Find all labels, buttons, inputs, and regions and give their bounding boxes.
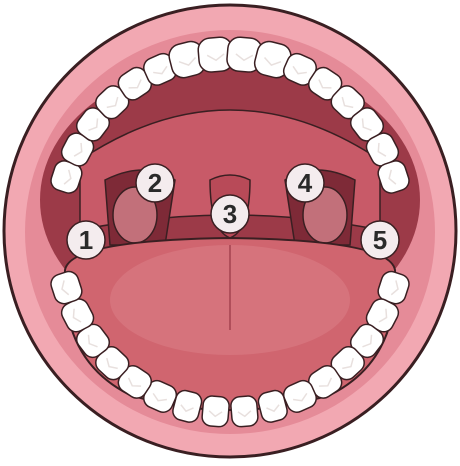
marker-1-label: 1 [79, 225, 93, 255]
marker-2: 2 [136, 164, 174, 202]
marker-5: 5 [361, 221, 399, 259]
marker-3: 3 [211, 195, 249, 233]
marker-1: 1 [67, 221, 105, 259]
lower-tooth [230, 395, 258, 427]
marker-2-label: 2 [148, 168, 162, 198]
marker-4: 4 [286, 164, 324, 202]
marker-4-label: 4 [298, 168, 313, 198]
marker-5-label: 5 [373, 225, 387, 255]
marker-3-label: 3 [223, 199, 237, 229]
lower-tooth [201, 395, 229, 427]
